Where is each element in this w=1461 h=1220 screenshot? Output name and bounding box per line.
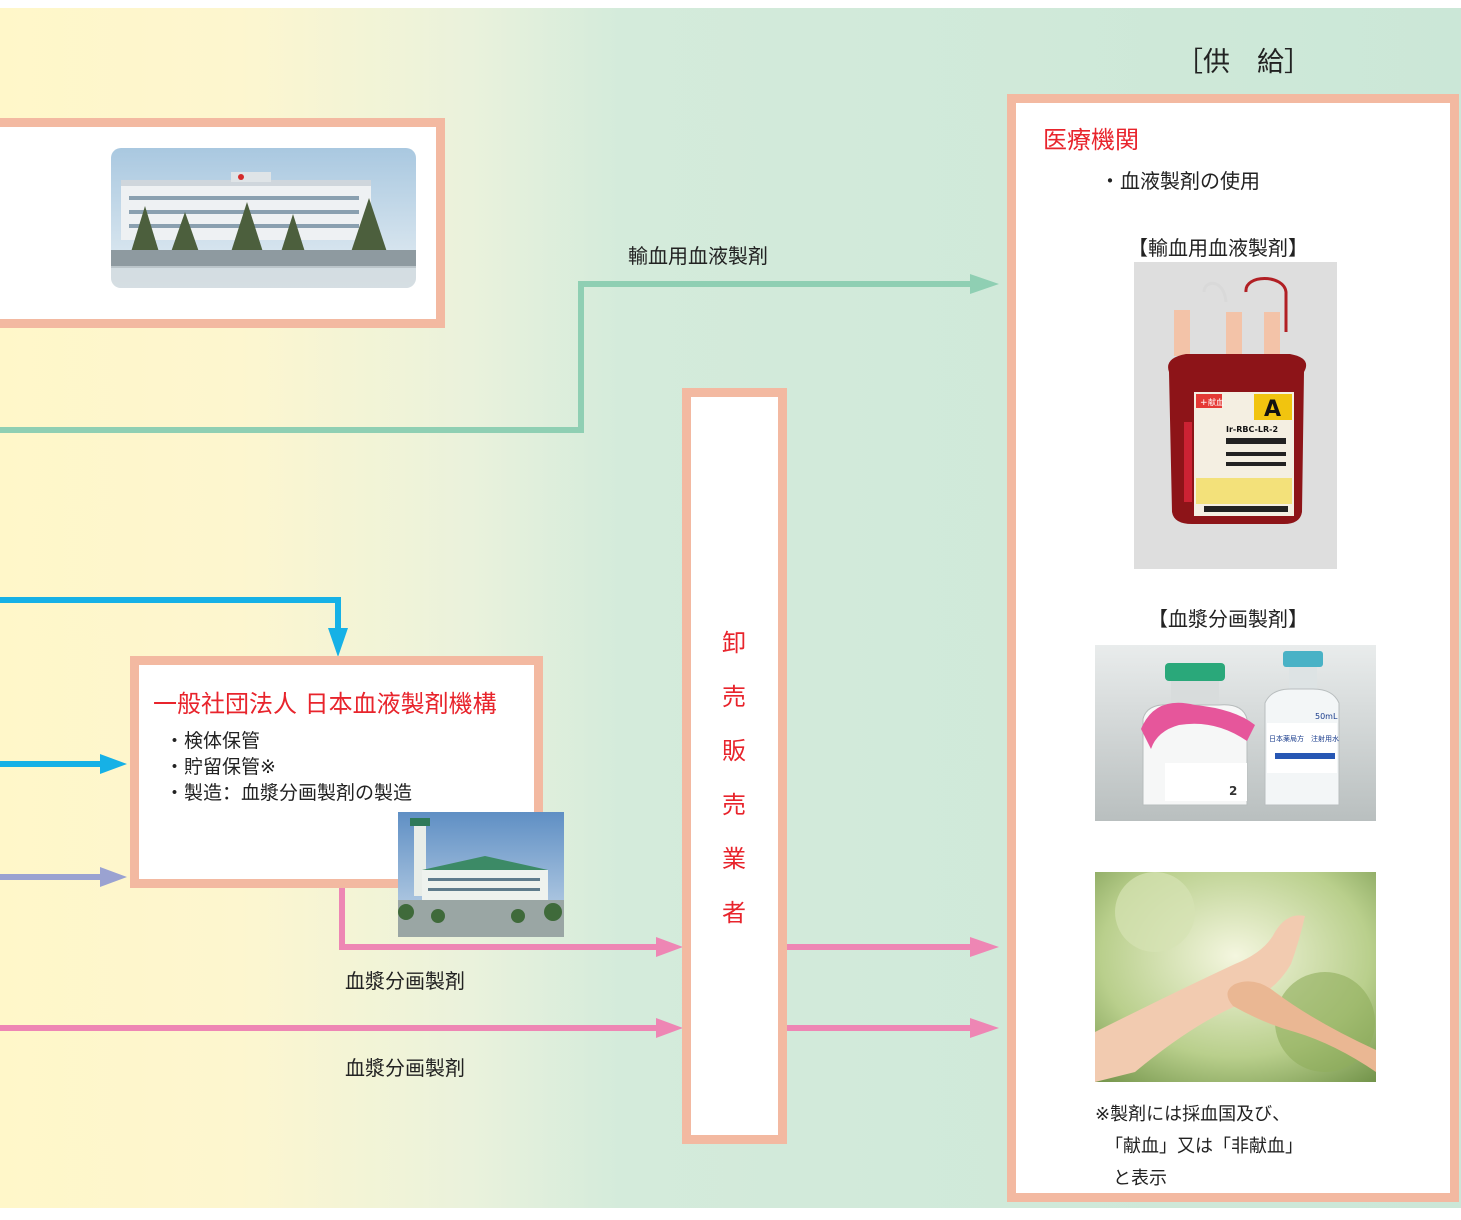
medical-institution-title: 医療機関 (1043, 126, 1139, 154)
wholesaler-box (682, 388, 787, 1144)
plasma-flow-arrowhead-3 (970, 937, 999, 957)
note-line-2: 「献血」又は「非献血」 (1105, 1136, 1303, 1157)
wholesaler-char-4: 売 (722, 791, 746, 819)
plasma-flow-arrowhead-4 (970, 1018, 999, 1038)
blood-center-building-photo (111, 148, 416, 288)
bag-label-cross: + (1200, 398, 1208, 408)
blood-bag-photo: + 献血 A Ir-RBC-LR-2 (1134, 262, 1337, 569)
supply-header: ［供 給］ (1176, 47, 1311, 78)
note-line-3: と表示 (1113, 1168, 1167, 1189)
plasma-flow-label-1: 血漿分画製剤 (345, 969, 465, 993)
wholesaler-char-6: 者 (722, 899, 746, 927)
plasma-flow-label-2: 血漿分画製剤 (345, 1056, 465, 1080)
wholesaler-label: 卸 売 販 売 業 者 (704, 616, 764, 940)
cyan-flow-arrowhead (100, 754, 127, 774)
jbpo-item-storage: ・貯留保管※ (165, 756, 276, 778)
jbpo-title: 一般社団法人 日本血液製剤機構 (153, 690, 497, 718)
jbpo-building-photo (398, 812, 564, 937)
jbpo-item-manufacturing: ・製造：血漿分画製剤の製造 (165, 782, 413, 804)
vial-right-brand: 日本薬局方 注射用水 (1269, 734, 1339, 743)
lavender-flow-arrowhead (100, 867, 127, 887)
plasma-products-heading: 【血漿分画製剤】 (1148, 607, 1308, 631)
medical-bullet-use: ・血液製剤の使用 (1100, 169, 1260, 193)
bag-label-code: Ir-RBC-LR-2 (1226, 425, 1278, 434)
transfusion-flow-label: 輸血用血液製剤 (628, 244, 768, 268)
vial-right-volume: 50mL (1315, 712, 1338, 721)
plasma-flow-arrowhead-1 (656, 937, 683, 957)
transfusion-flow-line (0, 281, 972, 433)
plasma-flow-arrowhead-2 (656, 1018, 683, 1038)
plasma-vials-photo: 2 日本薬局方 注射用水 50mL (1095, 645, 1376, 821)
transfusion-flow-arrowhead (970, 274, 999, 294)
bag-label-group: A (1264, 397, 1281, 422)
vial-left-number: 2 (1229, 784, 1237, 798)
wholesaler-char-5: 業 (722, 845, 746, 873)
wholesaler-char-3: 販 (722, 737, 746, 765)
wholesaler-char-1: 卸 (722, 629, 746, 657)
holding-hands-photo (1095, 872, 1376, 1082)
plasma-flow-line-1 (339, 886, 658, 950)
cyan-flow-line (0, 597, 341, 632)
note-line-1: ※製剤には採血国及び、 (1095, 1104, 1291, 1125)
cyan-flow-down-arrowhead (328, 628, 348, 657)
jbpo-item-specimen: ・検体保管 (165, 730, 261, 752)
bag-label-badge: 献血 (1208, 397, 1224, 407)
wholesaler-char-2: 売 (722, 683, 746, 711)
transfusion-products-heading: 【輸血用血液製剤】 (1128, 236, 1308, 260)
